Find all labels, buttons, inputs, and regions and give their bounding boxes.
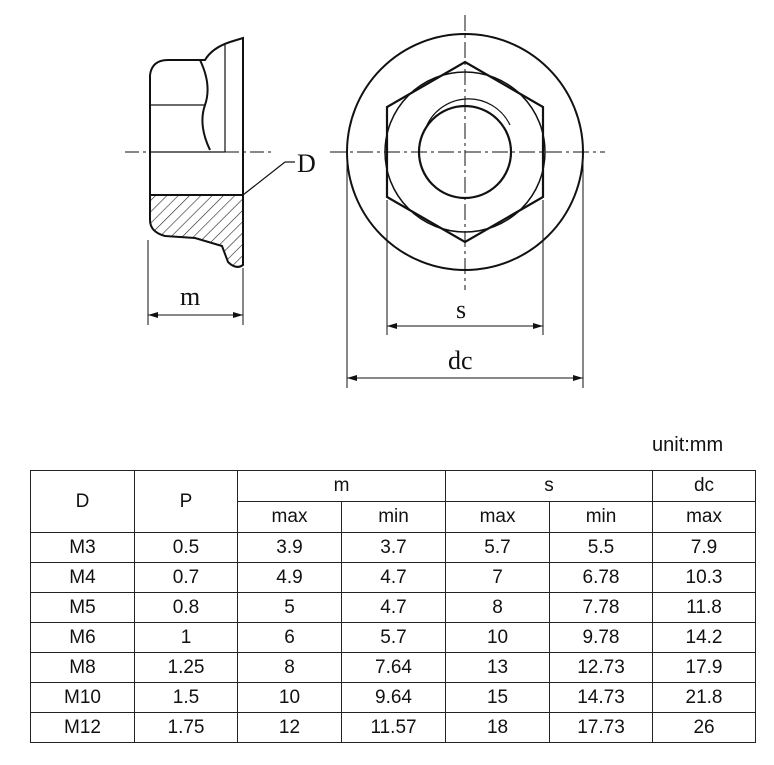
flange-nut-drawing: m D s dc bbox=[125, 15, 605, 388]
table-row: M3 0.5 3.9 3.7 5.7 5.5 7.9 bbox=[30, 532, 757, 563]
cell-s-min: 7.78 bbox=[549, 592, 654, 623]
cell-dc-max: 10.3 bbox=[652, 562, 757, 593]
cell-m-max: 6 bbox=[237, 622, 342, 653]
cell-dc-max: 26 bbox=[652, 712, 757, 743]
cell-P: 1.5 bbox=[134, 682, 238, 713]
cell-s-min: 17.73 bbox=[549, 712, 654, 743]
cell-m-max: 3.9 bbox=[237, 532, 342, 563]
cell-m-min: 5.7 bbox=[340, 622, 447, 653]
header-s: s bbox=[445, 470, 654, 502]
cell-P: 0.8 bbox=[134, 592, 238, 623]
cell-s-min: 5.5 bbox=[549, 532, 654, 563]
cell-m-max: 4.9 bbox=[237, 562, 342, 593]
cell-m-min: 4.7 bbox=[340, 562, 447, 593]
cell-D: M5 bbox=[30, 592, 135, 623]
cell-dc-max: 14.2 bbox=[652, 622, 757, 653]
header-s-min: min bbox=[549, 501, 654, 533]
cell-s-max: 10 bbox=[445, 622, 551, 653]
cell-D: M3 bbox=[30, 532, 135, 563]
cell-P: 1 bbox=[134, 622, 238, 653]
cell-dc-max: 17.9 bbox=[652, 652, 757, 683]
cell-D: M8 bbox=[30, 652, 135, 683]
cell-m-min: 11.57 bbox=[340, 712, 447, 743]
cell-m-max: 12 bbox=[237, 712, 342, 743]
label-dc: dc bbox=[448, 346, 473, 375]
header-row-2: max min max min max bbox=[31, 501, 757, 533]
header-s-max: max bbox=[445, 501, 551, 533]
dimension-table: D P m s dc max min max min max M3 0.5 3.… bbox=[30, 470, 757, 743]
cell-m-max: 10 bbox=[237, 682, 342, 713]
top-view bbox=[330, 15, 605, 388]
cell-s-max: 5.7 bbox=[445, 532, 551, 563]
table-row: M5 0.8 5 4.7 8 7.78 11.8 bbox=[30, 592, 757, 623]
header-m: m bbox=[236, 470, 447, 502]
table-row: M8 1.25 8 7.64 13 12.73 17.9 bbox=[30, 652, 757, 683]
cell-s-max: 15 bbox=[445, 682, 551, 713]
cell-D: M4 bbox=[30, 562, 135, 593]
cell-D: M10 bbox=[30, 682, 135, 713]
cell-P: 0.5 bbox=[134, 532, 238, 563]
cell-s-min: 14.73 bbox=[549, 682, 654, 713]
header-P: P bbox=[134, 470, 238, 533]
unit-label: unit:mm bbox=[652, 434, 724, 456]
header-D: D bbox=[30, 470, 135, 533]
cell-D: M12 bbox=[30, 712, 135, 743]
label-m: m bbox=[180, 282, 200, 311]
cell-s-max: 13 bbox=[445, 652, 551, 683]
header-dc-max: max bbox=[652, 501, 757, 533]
header-dc: dc bbox=[652, 470, 757, 502]
header-m-min: min bbox=[340, 501, 447, 533]
cell-dc-max: 7.9 bbox=[652, 532, 757, 563]
label-D: D bbox=[297, 149, 316, 178]
cell-D: M6 bbox=[30, 622, 135, 653]
cell-m-max: 8 bbox=[237, 652, 342, 683]
cell-m-min: 3.7 bbox=[340, 532, 447, 563]
cell-m-min: 9.64 bbox=[340, 682, 447, 713]
cell-s-min: 6.78 bbox=[549, 562, 654, 593]
cell-dc-max: 21.8 bbox=[652, 682, 757, 713]
cell-dc-max: 11.8 bbox=[652, 592, 757, 623]
cell-m-min: 7.64 bbox=[340, 652, 447, 683]
table-row: M6 1 6 5.7 10 9.78 14.2 bbox=[30, 622, 757, 653]
cell-P: 0.7 bbox=[134, 562, 238, 593]
table-row: M12 1.75 12 11.57 18 17.73 26 bbox=[30, 712, 757, 743]
side-view bbox=[125, 36, 295, 325]
cell-s-max: 8 bbox=[445, 592, 551, 623]
label-s: s bbox=[456, 295, 466, 324]
cell-P: 1.25 bbox=[134, 652, 238, 683]
cell-s-min: 12.73 bbox=[549, 652, 654, 683]
cell-m-max: 5 bbox=[237, 592, 342, 623]
table-row: M10 1.5 10 9.64 15 14.73 21.8 bbox=[30, 682, 757, 713]
cell-s-max: 18 bbox=[445, 712, 551, 743]
cell-s-min: 9.78 bbox=[549, 622, 654, 653]
header-m-max: max bbox=[237, 501, 342, 533]
header-row-1: D P m s dc bbox=[30, 470, 757, 533]
cell-s-max: 7 bbox=[445, 562, 551, 593]
table-row: M4 0.7 4.9 4.7 7 6.78 10.3 bbox=[30, 562, 757, 593]
cell-m-min: 4.7 bbox=[340, 592, 447, 623]
cell-P: 1.75 bbox=[134, 712, 238, 743]
